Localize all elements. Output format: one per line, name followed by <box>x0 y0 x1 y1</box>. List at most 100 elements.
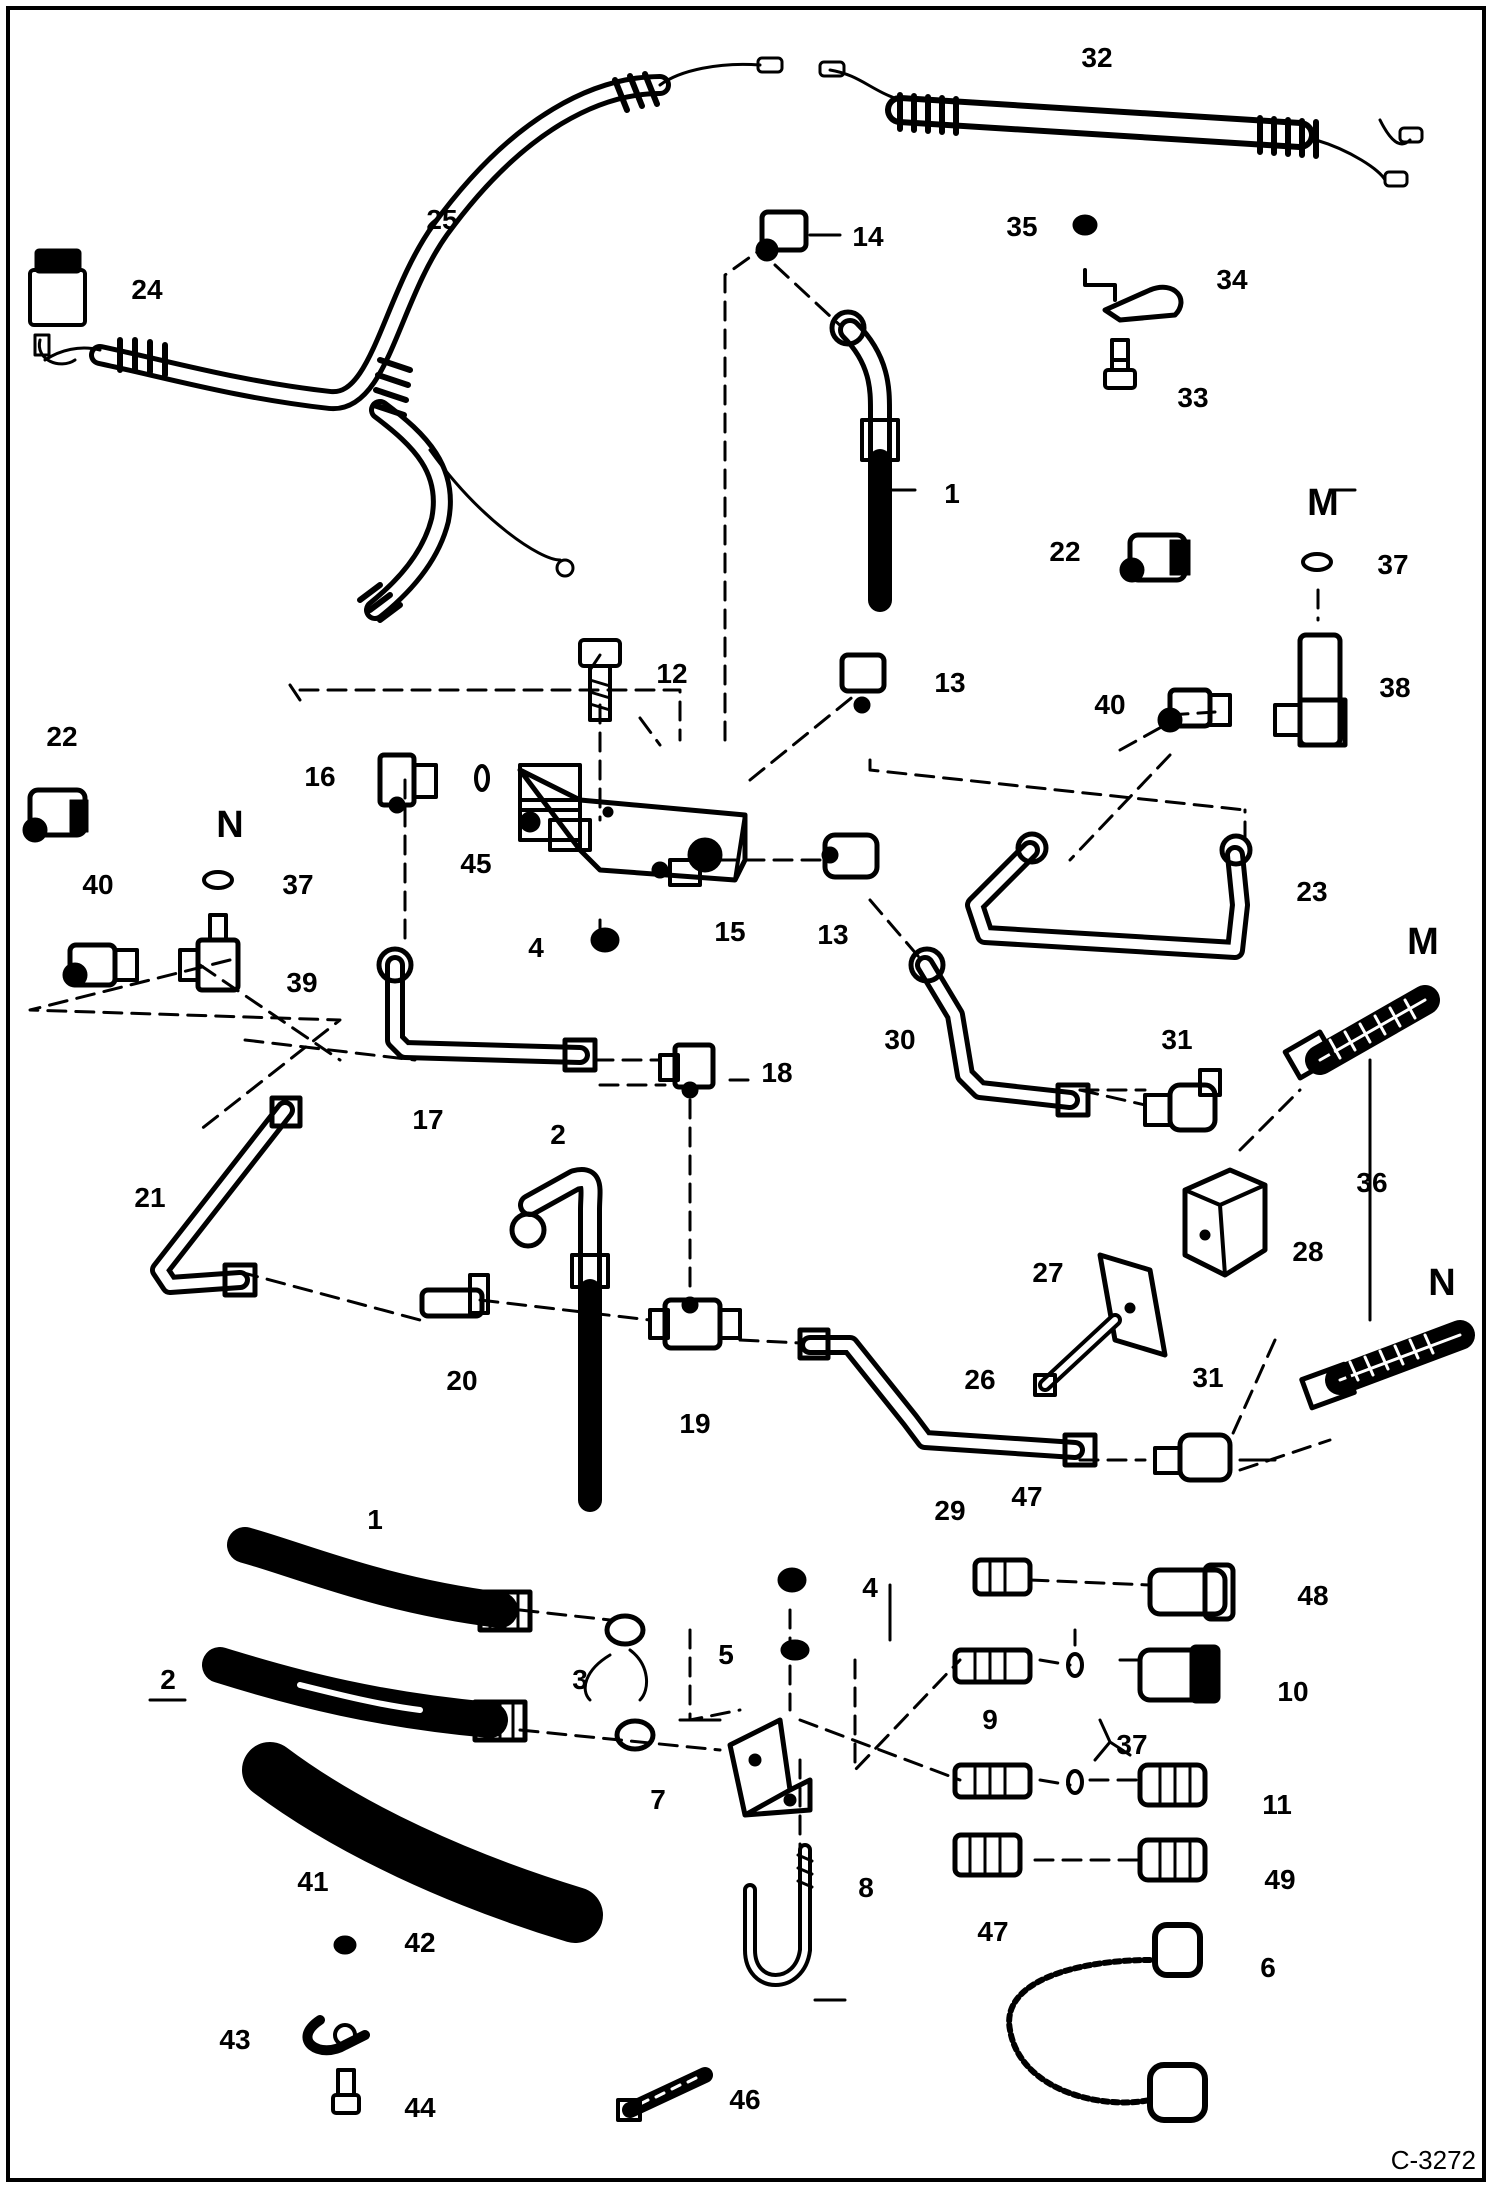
callout-41: 41 <box>297 1866 329 1897</box>
hose-2-upper <box>509 1167 610 1512</box>
bolt-44 <box>331 2068 361 2115</box>
elbow-31-lower <box>1153 1432 1233 1483</box>
callout-33: 33 <box>1177 382 1209 413</box>
bolt-26 <box>1033 1313 1122 1397</box>
callout-49: 49 <box>1264 1864 1296 1895</box>
callout-17: 17 <box>412 1104 444 1135</box>
diagram-reference-code: C-3272 <box>1390 2145 1476 2175</box>
callout-30: 30 <box>884 1024 916 1055</box>
fitting-22-right <box>1119 532 1191 583</box>
valve-block-15 <box>517 763 748 887</box>
leader-37-lower <box>1093 1718 1132 1762</box>
callout-29: 29 <box>934 1495 966 1526</box>
callout-12: 12 <box>656 658 688 689</box>
callout-8: 8 <box>858 1872 874 1903</box>
callout-18: 18 <box>761 1057 793 1088</box>
sleeve-41 <box>242 1742 603 1943</box>
callout-38: 38 <box>1379 672 1411 703</box>
callout-25: 25 <box>426 204 458 235</box>
washer-5 <box>780 1639 810 1661</box>
hose-1-upper <box>829 309 900 612</box>
callout-31-lower: 31 <box>1192 1362 1224 1393</box>
adapter-9-upper <box>952 1647 1033 1685</box>
tee-19 <box>648 1296 742 1351</box>
nut-4-upper <box>590 927 620 953</box>
callout-23: 23 <box>1296 876 1328 907</box>
tee-16 <box>377 752 438 814</box>
callout-1-lower: 1 <box>367 1504 383 1535</box>
nut-4-lower <box>777 1567 807 1593</box>
hose-32 <box>818 60 1424 188</box>
callout-6: 6 <box>1260 1952 1276 1983</box>
bracket-7 <box>727 1717 813 1818</box>
callout-26: 26 <box>964 1364 996 1395</box>
callout-37-lower: 37 <box>1116 1729 1148 1760</box>
coupler-10 <box>1137 1644 1221 1704</box>
diagram-border <box>6 6 1486 2182</box>
elbow-14 <box>755 209 809 262</box>
o-ring-37-m <box>1301 552 1333 572</box>
plate-27 <box>1097 1252 1168 1358</box>
callout-40: 40 <box>1094 689 1126 720</box>
coupler-11 <box>1137 1762 1208 1808</box>
pipe-21 <box>150 1095 303 1298</box>
fitting-40-left <box>62 942 139 988</box>
hose-25 <box>43 56 784 702</box>
callout-10: 10 <box>1277 1676 1309 1707</box>
nut-35 <box>1072 214 1098 236</box>
callout-31: 31 <box>1161 1024 1193 1055</box>
fitting-13-middle <box>821 832 880 880</box>
marker-m-right: M <box>1407 921 1439 963</box>
fitting-20 <box>419 1273 490 1319</box>
fitting-40-right <box>1157 687 1232 733</box>
callout-7: 7 <box>650 1784 666 1815</box>
callout-16: 16 <box>304 761 336 792</box>
leader-lines <box>148 233 1357 2002</box>
adapter-47-upper <box>972 1557 1033 1597</box>
marker-n-right: N <box>1428 1262 1456 1304</box>
hose-36-n <box>1299 1320 1475 1411</box>
marker-m-top: M <box>1307 482 1339 524</box>
hose-2-lower <box>202 1647 528 1743</box>
o-ring-37-upper <box>1066 1652 1084 1678</box>
callout-2: 2 <box>550 1119 566 1150</box>
callout-43: 43 <box>219 2024 251 2055</box>
callout-13: 13 <box>934 667 966 698</box>
callout-44: 44 <box>404 2092 436 2123</box>
callout-46: 46 <box>729 2084 761 2115</box>
dust-cap-6 <box>1006 1922 1208 2123</box>
callout-48: 48 <box>1297 1580 1329 1611</box>
bolt-33 <box>1103 338 1137 390</box>
clamp-43 <box>302 2015 370 2056</box>
callout-40-left: 40 <box>82 869 114 900</box>
fitting-13-upper <box>839 652 887 714</box>
coupler-48 <box>1147 1562 1236 1622</box>
callout-45: 45 <box>460 848 492 879</box>
callout-19: 19 <box>679 1408 711 1439</box>
callout-15: 15 <box>714 916 746 947</box>
clamp-34 <box>1083 268 1184 323</box>
o-ring-37-n <box>202 870 234 890</box>
coupler-49 <box>1137 1837 1208 1883</box>
hose-36-m <box>1282 985 1440 1081</box>
block-28 <box>1182 1167 1268 1278</box>
o-ring-45 <box>474 764 490 792</box>
tee-18 <box>658 1042 716 1099</box>
callout-20: 20 <box>446 1365 478 1396</box>
u-bolt-8 <box>743 1843 814 1987</box>
hose-1-lower <box>227 1527 533 1633</box>
callout-4-lower: 4 <box>862 1572 878 1603</box>
tee-39 <box>178 913 241 993</box>
pipe-29 <box>797 1327 1098 1468</box>
nut-42 <box>333 1935 357 1955</box>
callout-37-top: 37 <box>1377 549 1409 580</box>
pipe-17 <box>376 946 598 1073</box>
fitting-22-left <box>22 787 89 843</box>
callout-24: 24 <box>131 274 163 305</box>
callout-3: 3 <box>572 1664 588 1695</box>
callout-22-left: 22 <box>46 721 78 752</box>
callout-13-middle: 13 <box>817 919 849 950</box>
callout-22: 22 <box>1049 536 1081 567</box>
